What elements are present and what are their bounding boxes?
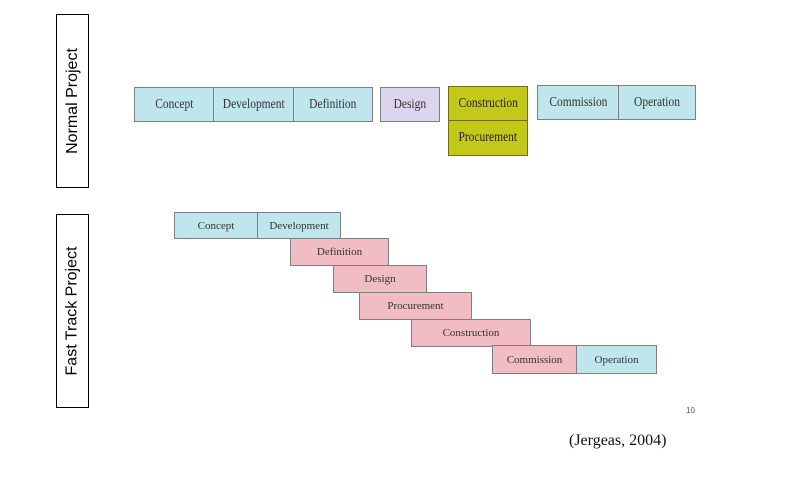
fast-commission-box: Commission bbox=[492, 345, 577, 374]
fast-procurement-box: Procurement bbox=[359, 292, 472, 320]
normal-project-label: Normal Project bbox=[56, 14, 89, 188]
normal-definition-box: Definition bbox=[293, 87, 373, 122]
fast-track-project-label: Fast Track Project bbox=[56, 214, 89, 408]
normal-project-text: Normal Project bbox=[63, 48, 81, 154]
fast-design-box: Design bbox=[333, 265, 427, 293]
fast-concept-box: Concept bbox=[174, 212, 258, 239]
fast-development-box: Development bbox=[257, 212, 341, 239]
normal-commission-box: Commission bbox=[537, 85, 619, 120]
normal-concept-box: Concept bbox=[134, 87, 214, 122]
fast-definition-box: Definition bbox=[290, 238, 389, 266]
normal-construction-box: Construction bbox=[448, 86, 528, 121]
citation: (Jergeas, 2004) bbox=[569, 432, 667, 449]
normal-procurement-box: Procurement bbox=[448, 120, 528, 156]
normal-operation-box: Operation bbox=[618, 85, 696, 120]
normal-development-box: Development bbox=[213, 87, 294, 122]
page-number: 10 bbox=[686, 406, 695, 415]
fast-construction-box: Construction bbox=[411, 319, 531, 347]
normal-design-box: Design bbox=[380, 87, 440, 122]
fast-operation-box: Operation bbox=[576, 345, 657, 374]
fast-track-project-text: Fast Track Project bbox=[63, 246, 81, 376]
